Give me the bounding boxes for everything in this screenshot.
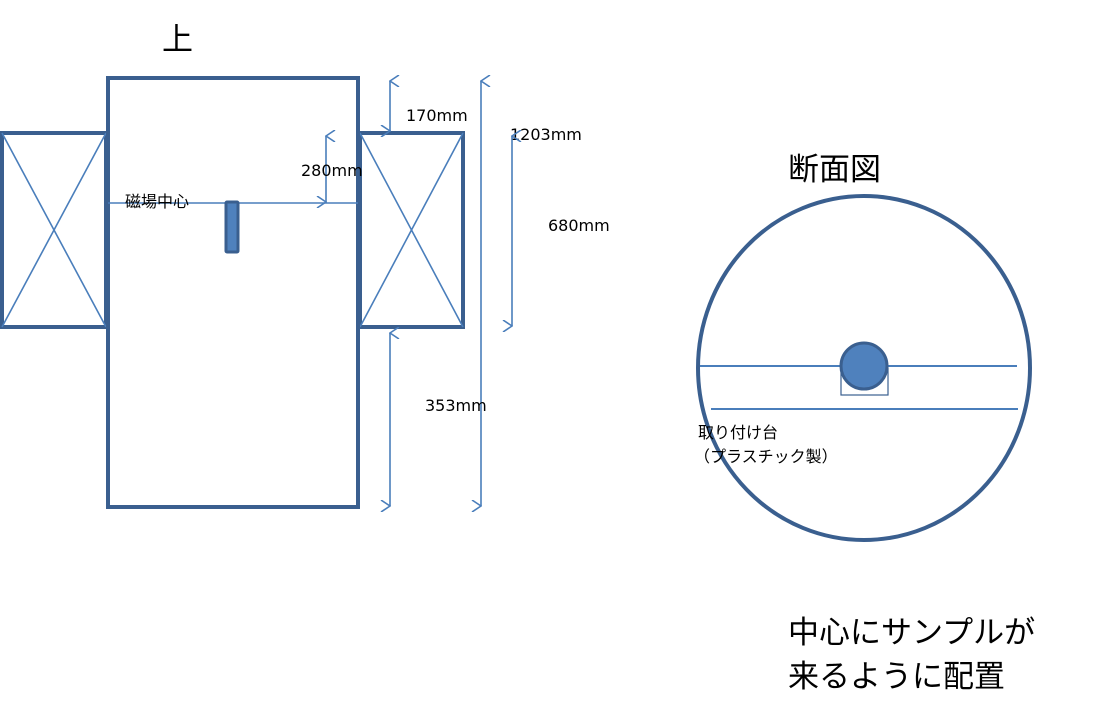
dimension-353-label: 353mm — [425, 396, 487, 415]
note-line-2: 来るように配置 — [788, 659, 1005, 695]
cross-section-title: 断面図 — [788, 152, 881, 188]
dimension-1203-label: 1203mm — [510, 125, 582, 144]
sample-rod — [224, 200, 240, 254]
left-coil — [0, 131, 108, 329]
top-view-title: 上 — [162, 22, 193, 58]
dimension-680-label: 680mm — [548, 216, 610, 235]
cross-section-circle — [696, 194, 1032, 542]
mount-material-label: （プラスチック製） — [694, 447, 838, 466]
dimension-170-label: 170mm — [406, 106, 468, 125]
field-center-label: 磁場中心 — [125, 192, 189, 211]
chamber-outline — [106, 76, 360, 509]
right-coil — [358, 131, 465, 329]
dimension-280-label: 280mm — [301, 161, 363, 180]
sample-circle — [839, 341, 889, 391]
mount-label: 取り付け台 — [698, 423, 778, 442]
note-line-1: 中心にサンプルが — [788, 615, 1035, 651]
